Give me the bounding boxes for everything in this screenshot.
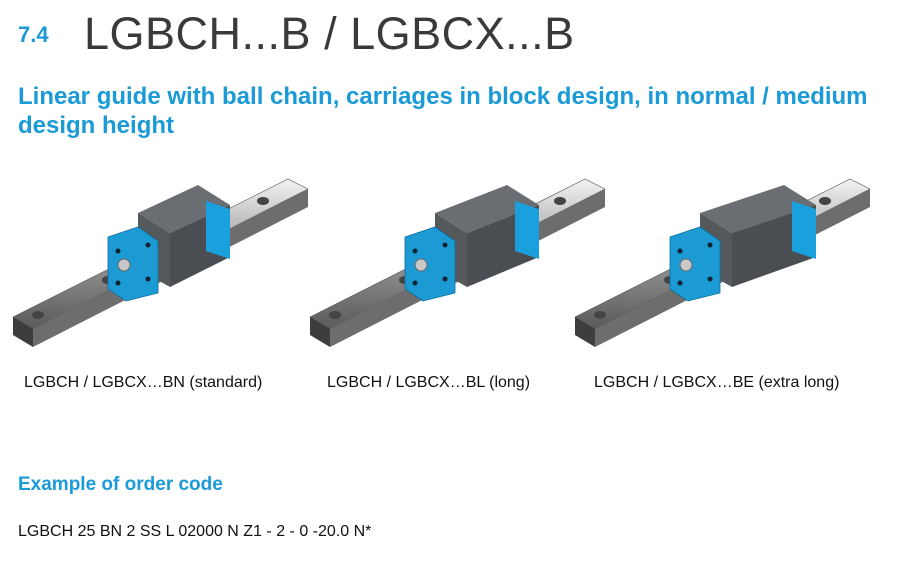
rail-bolt-hole [554,197,566,205]
lubrication-nipple-icon [414,258,428,272]
end-seal-screw [145,276,151,282]
end-seal-screw [145,242,151,248]
rail-bolt-hole [819,197,831,205]
order-code-heading: Example of order code [18,474,223,495]
product-caption-extra-long: LGBCH / LGBCX…BE (extra long) [594,374,840,391]
end-seal-screw [412,280,418,286]
end-seal-screw [707,276,713,282]
carriage-top [435,185,539,233]
end-seal-front [107,226,159,302]
rail-bolt-hole [329,311,341,319]
end-seal-screw [677,280,683,286]
section-number: 7.4 [18,22,49,47]
rail-bolt-hole [32,311,44,319]
page-title: LGBCH...B / LGBCX...B [84,8,575,59]
product-caption-standard: LGBCH / LGBCX…BN (standard) [24,374,263,391]
end-seal-screw [442,276,448,282]
product-caption-long: LGBCH / LGBCX…BL (long) [327,374,531,391]
end-seal-back [206,201,230,259]
end-seal-screw [115,248,121,254]
rail-bolt-hole [257,197,269,205]
product-image-standard [12,178,309,347]
rail-end [310,317,330,347]
product-image-extra-long [574,178,871,347]
end-seal-front [404,226,456,302]
end-seal-back [515,201,539,259]
lubrication-nipple-icon [679,258,693,272]
end-seal-screw [115,280,121,286]
end-seal-screw [677,248,683,254]
product-image-long [309,178,606,347]
carriage-top [700,185,816,233]
carriage-top [138,185,230,233]
end-seal-front [669,226,721,302]
rail-end [13,317,33,347]
end-seal-screw [707,242,713,248]
end-seal-screw [412,248,418,254]
order-code-example: LGBCH 25 BN 2 SS L 02000 N Z1 - 2 - 0 -2… [18,523,372,540]
lubrication-nipple-icon [117,258,131,272]
rail-end [575,317,595,347]
rail-bolt-hole [594,311,606,319]
end-seal-screw [442,242,448,248]
subtitle: Linear guide with ball chain, carriages … [18,83,868,139]
end-seal-back [792,201,816,259]
